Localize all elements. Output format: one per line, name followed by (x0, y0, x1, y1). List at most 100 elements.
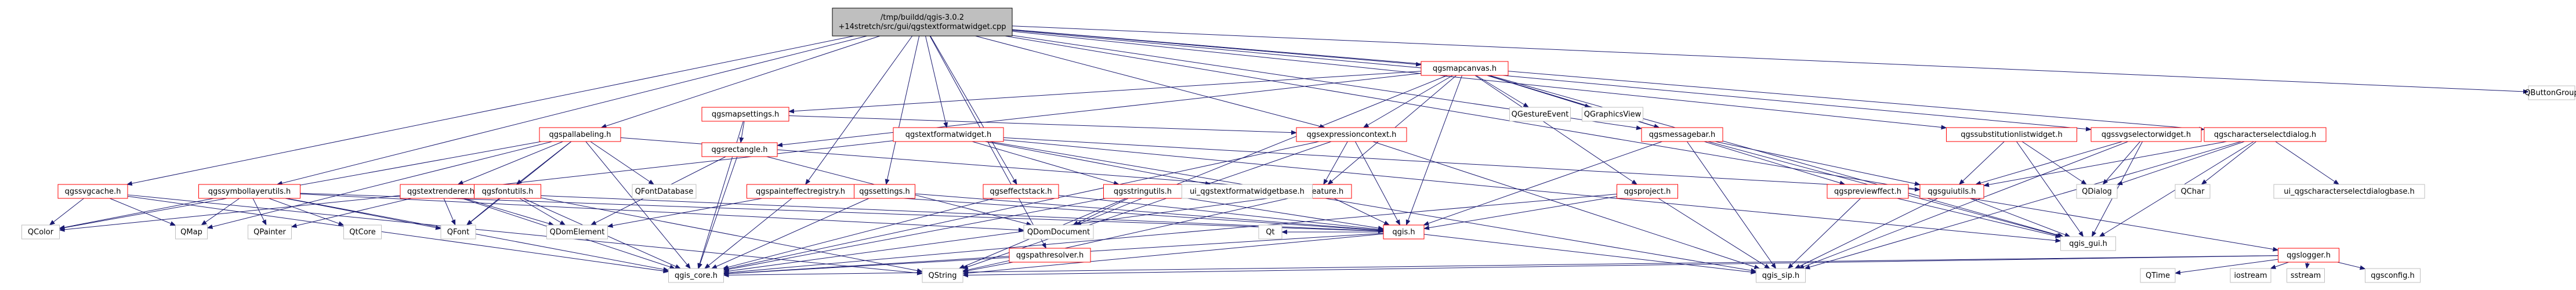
edge-qgssymbollayerutils_h-to-qcore (269, 198, 345, 226)
node-qgscharacterselectdialog-h[interactable]: qgscharacterselectdialog.h (2204, 127, 2327, 142)
node-box (2204, 127, 2327, 142)
edge-qgspallabeling_h-to-qmap (206, 141, 553, 229)
node-qgis-h[interactable]: qgis.h (1383, 224, 1425, 240)
node-label: qgslogger.h (2287, 251, 2331, 260)
node-qgsmapsettings-h[interactable]: qgsmapsettings.h (701, 107, 789, 122)
node-box (2076, 184, 2118, 199)
edge-qgseffectstack_h-to-qgis_core_h (722, 198, 994, 270)
node-box (1582, 107, 1643, 122)
node-ui-charselect: ui_qgscharacterselectdialogbase.h (2273, 184, 2425, 199)
edge-qgspallabeling_h-to-qcolor (59, 141, 542, 230)
edge-qgsmapcanvas_h-to-qgsexpressioncontext_h (1363, 75, 1453, 128)
node-box (1756, 268, 1806, 283)
node-label: ui_qgstextformatwidgetbase.h (1190, 187, 1305, 196)
edge-qgssymbollayerutils_h-to-qgis_h (300, 193, 1384, 234)
node-qgsmapcanvas-h[interactable]: qgsmapcanvas.h (1421, 61, 1509, 76)
node-box (2140, 268, 2176, 283)
node-qgspathresolver-h[interactable]: qgspathresolver.h (1009, 248, 1091, 263)
node-box (175, 224, 208, 240)
edge-qgstextrenderer_h-to-qdomelement (464, 198, 555, 226)
edge-qgsmapcanvas_h-to-qgestureevent (1476, 75, 1530, 108)
node-label: +14stretch/src/gui/qgstextformatwidget.c… (838, 23, 1006, 31)
node-label: iostream (2234, 271, 2267, 280)
edge-root-to-qgssvgselectorwidget_h (1012, 30, 2092, 132)
node-qgsrectangle-h[interactable]: qgsrectangle.h (701, 142, 778, 157)
dependency-edges (49, 26, 2529, 278)
node-box (546, 224, 608, 240)
node-label: QGraphicsView (1584, 110, 1642, 119)
edge-root-to-qbuttongroup (1012, 26, 2529, 94)
node-box (701, 107, 789, 122)
node-qgsfontutils-h[interactable]: qgsfontutils.h (474, 184, 541, 199)
edge-root-to-qgssubstitutionlistwidget_h (1012, 31, 1947, 130)
node-qgsguiutils-h[interactable]: qgsguiutils.h (1919, 184, 1984, 199)
node-box (2090, 127, 2202, 142)
edge-qgslogger_h-to-qtime (2175, 259, 2278, 275)
node-label: QFont (447, 228, 470, 237)
node-box (1946, 127, 2077, 142)
node-qgssvgcache-h[interactable]: qgssvgcache.h (57, 184, 128, 199)
node-label: qgsexpressioncontext.h (1307, 130, 1397, 139)
edge-qgsmapsettings_h-to-qgsrectangle_h (739, 121, 745, 143)
node-label: qgis_core.h (675, 271, 718, 280)
node-qgstextformatwidget-h[interactable]: qgstextformatwidget.h (893, 127, 1004, 142)
edge-qgsmapcanvas_h-to-qdomdocument (1075, 75, 1448, 226)
node-qgsexpressioncontext-h[interactable]: qgsexpressioncontext.h (1296, 127, 1407, 142)
node-box (1258, 224, 1282, 240)
edge-qgsmapcanvas_h-to-qgis_gui_h (1489, 75, 2064, 238)
edge-qgstextformatwidget_h-to-qgis_sip_h (989, 141, 1757, 273)
node-qfontdatabase: QFontDatabase (632, 184, 697, 199)
node-box (2528, 85, 2575, 100)
node-box (400, 184, 482, 199)
node-box (440, 224, 476, 240)
edge-qgstextrenderer_h-to-qcolor (59, 195, 401, 232)
node-qgssvgselectorwidget-h[interactable]: qgssvgselectorwidget.h (2090, 127, 2202, 142)
node-qgspreviewffect-h[interactable]: qgspreviewffect.h (1827, 184, 1909, 199)
node-qgestureevent: QGestureEvent (1509, 107, 1571, 122)
edge-qgssubstitutionlistwidget_h-to-qgsguiutils_h (1958, 141, 2005, 185)
node-box (2278, 248, 2339, 263)
node-label: QChar (2181, 187, 2205, 196)
node-label: qgsconfig.h (2371, 271, 2414, 280)
edge-qgspallabeling_h-to-qfontdatabase (590, 141, 655, 185)
node-qgsproject-h[interactable]: qgsproject.h (1617, 184, 1678, 199)
edge-qgsstringutils_h-to-qgis_core_h (723, 198, 1106, 272)
node-label: sstream (2291, 271, 2321, 280)
node-box (2365, 268, 2421, 283)
node-label: QGestureEvent (1512, 110, 1569, 119)
node-qgspallabeling-h[interactable]: qgspallabeling.h (539, 127, 621, 142)
node-qgsmessagebar-h[interactable]: qgsmessagebar.h (1641, 127, 1723, 142)
node-label: ui_qgscharacterselectdialogbase.h (2284, 187, 2415, 196)
node-box (198, 184, 300, 199)
node-qtime: QTime (2140, 268, 2176, 283)
node-qcolor: QColor (21, 224, 60, 240)
node-box (893, 127, 1004, 142)
node-qgssettings-h[interactable]: qgssettings.h (854, 184, 915, 199)
node-box (668, 268, 724, 283)
node-label: qgspallabeling.h (549, 130, 611, 139)
node-qgsstringutils-h[interactable]: qgsstringutils.h (1103, 184, 1182, 199)
node-qgspainteffectregistry-h[interactable]: qgspainteffectregistry.h (747, 184, 854, 199)
node-qgstextrenderer-h[interactable]: qgstextrenderer.h (400, 184, 482, 199)
edge-qgstextformatwidget_h-to-ui_textformat (984, 141, 1211, 186)
edge-qgstextformatwidget_h-to-qgsguiutils_h (1003, 137, 1921, 192)
node-box (1421, 61, 1509, 76)
edge-qgssymbollayerutils_h-to-qpainter (252, 198, 267, 226)
edge-qgslogger_h-to-qgsconfig_h (2337, 262, 2366, 270)
node-box (983, 184, 1059, 199)
edge-qgsfeature_h-to-qgis_core_h (723, 195, 1288, 274)
edge-qgsguiutils_h-to-qgis_gui_h (1970, 198, 2071, 237)
node-qgslogger-h[interactable]: qgslogger.h (2278, 248, 2339, 263)
node-qgssymbollayerutils-h[interactable]: qgssymbollayerutils.h (198, 184, 300, 199)
edge-qgscharacterselectdialog_h-to-qchar (2201, 141, 2257, 185)
edge-qgssubstitutionlistwidget_h-to-qdialog (2021, 141, 2087, 185)
node-qgseffectstack-h[interactable]: qgseffectstack.h (983, 184, 1059, 199)
edge-qgsexpressioncontext_h-to-qgis_h (1354, 141, 1401, 226)
node-qgssubstitutionlistwidget-h[interactable]: qgssubstitutionlistwidget.h (1946, 127, 2077, 142)
edge-qgspreviewffect_h-to-qgis_gui_h (1897, 198, 2061, 238)
node-qcore: QtCore (343, 224, 382, 240)
edge-qgssymbollayerutils_h-to-qgis_core_h (286, 198, 669, 272)
edge-qgssubstitutionlistwidget_h-to-qgis_gui_h (2016, 141, 2084, 237)
edge-root-to-qgspainteffectregistry_h (805, 35, 913, 185)
node-label: qgsproject.h (1624, 187, 1671, 196)
